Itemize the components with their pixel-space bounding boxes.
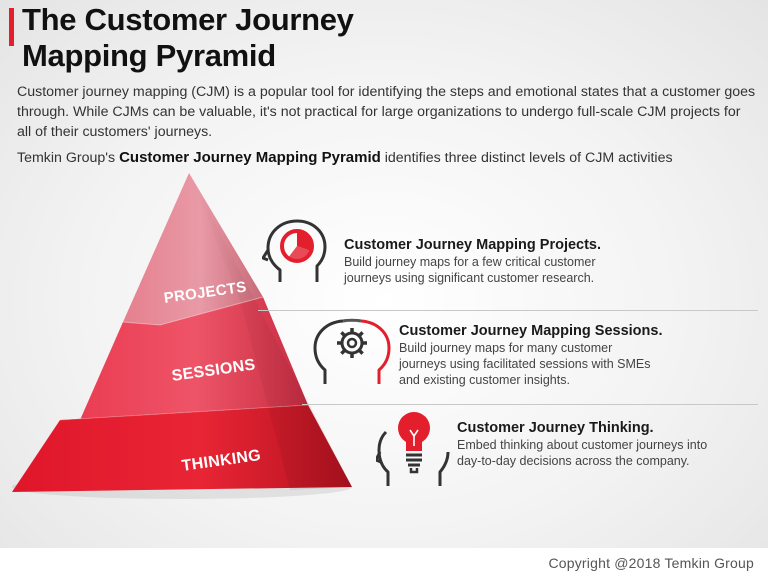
lead-bold: Customer Journey Mapping Pyramid [119, 149, 381, 166]
divider-2 [302, 404, 758, 405]
pyramid-separator-1 [122, 296, 264, 326]
description-projects-line-2: journeys using significant customer rese… [344, 271, 595, 285]
copyright-text: Copyright @2018 Temkin Group [548, 555, 754, 571]
description-thinking-line-2: day-to-day decisions across the company. [457, 454, 690, 468]
title-accent-bar [9, 8, 14, 46]
infographic-card: The Customer Journey Mapping Pyramid Cus… [0, 0, 768, 548]
title-line-1: The Customer Journey [22, 2, 354, 37]
description-thinking-title: Customer Journey Thinking. [457, 420, 654, 436]
description-sessions-line-2: journeys using facilitated sessions with… [399, 357, 651, 371]
pyramid-separator-2 [59, 404, 309, 421]
description-projects-title: Customer Journey Mapping Projects. [344, 237, 602, 253]
title-line-2: Mapping Pyramid [22, 38, 276, 73]
page-title: The Customer Journey Mapping Pyramid [22, 2, 354, 74]
lead-sentence: Temkin Group's Customer Journey Mapping … [17, 148, 762, 168]
pyramid-graphic [12, 173, 352, 499]
description-sessions: Customer Journey Mapping Sessions. Build… [399, 322, 662, 388]
description-sessions-title: Customer Journey Mapping Sessions. [399, 323, 663, 339]
description-thinking-line-1: Embed thinking about customer journeys i… [457, 438, 708, 452]
lead-suffix: identifies three distinct levels of CJM … [384, 150, 673, 166]
description-thinking: Customer Journey Thinking. Embed thinkin… [457, 419, 707, 469]
lightbulb-head-icon [376, 412, 450, 486]
pie-chart-head-icon [262, 219, 327, 282]
pyramid-level-thinking [12, 405, 352, 492]
description-sessions-line-1: Build journey maps for many customer [399, 341, 613, 355]
pyramid-level-sessions [60, 297, 308, 420]
pyramid-right-face [189, 173, 352, 490]
pyramid-level-projects [123, 173, 263, 325]
description-projects-line-1: Build journey maps for a few critical cu… [344, 255, 596, 269]
description-projects: Customer Journey Mapping Projects. Build… [344, 236, 601, 286]
divider-1 [258, 310, 758, 311]
description-sessions-line-3: and existing customer insights. [399, 373, 570, 387]
lead-prefix: Temkin Group's [17, 150, 116, 166]
gear-head-icon [313, 318, 391, 384]
intro-paragraph: Customer journey mapping (CJM) is a popu… [17, 84, 756, 140]
